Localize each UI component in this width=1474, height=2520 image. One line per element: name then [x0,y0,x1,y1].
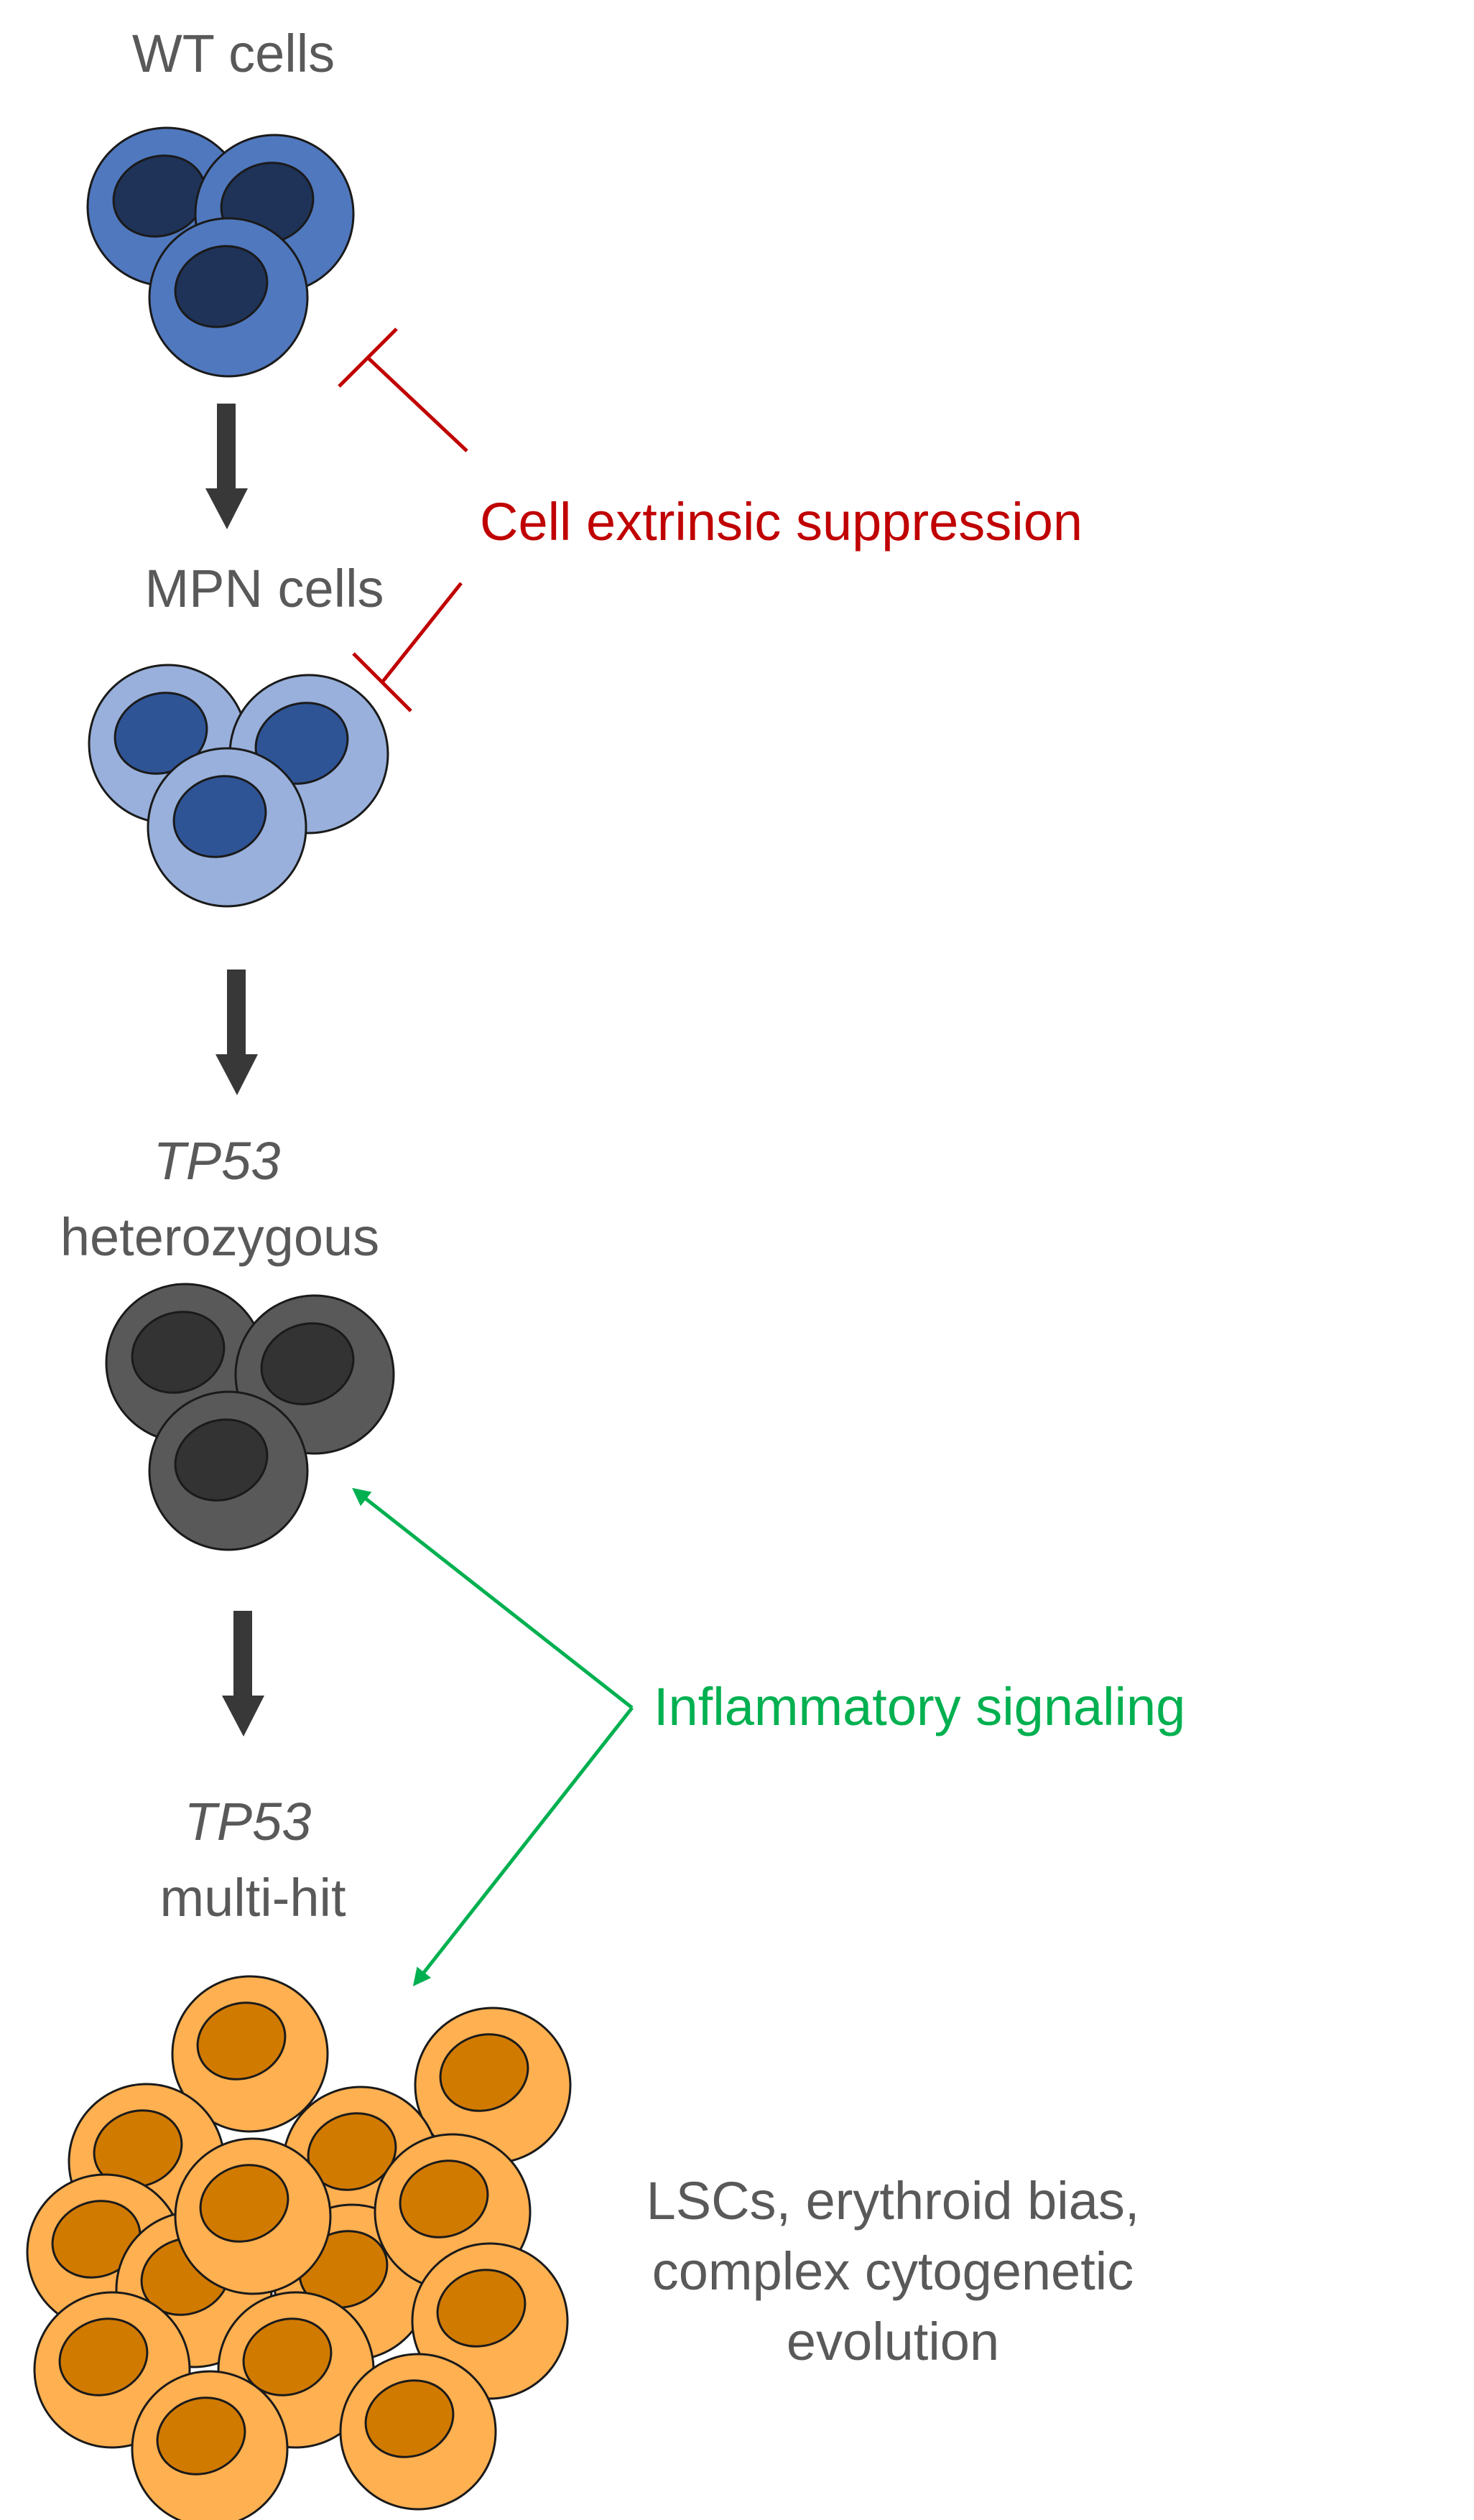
tp53-multi-gene-label: TP53 [185,1792,312,1851]
outcome-line-2: complex cytogenetic [652,2241,1134,2301]
outcome-line-1: LSCs, erythroid bias, [646,2171,1140,2231]
wt-cell-cluster [86,126,355,378]
progression-arrow-mpn-to-het [215,970,258,1095]
tp53-multi-hit-cell [171,1975,329,2133]
tp53-multi-hit-cell [414,2007,572,2165]
mpn-cell [147,747,307,908]
mpn-cell-cluster [88,664,389,908]
inflammatory-signaling-label: Inflammatory signaling [654,1677,1185,1736]
tp53-multi-hit-cell [339,2353,497,2511]
wt-cell [148,217,309,378]
tp53-het-gene-label: TP53 [154,1131,281,1191]
inflammatory-signaling-arrows [352,1487,634,1986]
mpn-cells-label: MPN cells [144,559,384,618]
suppression-inhibitor-to-wt [338,327,468,452]
tp53-multi-hit-cell [411,2242,569,2400]
cell-extrinsic-suppression-label: Cell extrinsic suppression [480,492,1083,552]
tp53-multi-hit-cell [131,2370,289,2520]
tp53-het-detail-label: heterozygous [60,1207,379,1267]
tp53-multi-detail-label: multi-hit [159,1868,346,1928]
progression-arrow-wt-to-mpn [205,404,248,529]
progression-arrow-het-to-multi [222,1611,264,1736]
tp53-multi-hit-cell [174,2137,332,2295]
tp53-multi-hit-cell-cluster [26,1975,572,2520]
tp53-het-cell [148,1390,309,1551]
tp53-heterozygous-cell-cluster [105,1283,395,1551]
suppression-inhibitor-to-mpn [352,582,463,712]
outcome-line-3: evolution [787,2312,999,2371]
wt-cells-label: WT cells [132,24,335,83]
